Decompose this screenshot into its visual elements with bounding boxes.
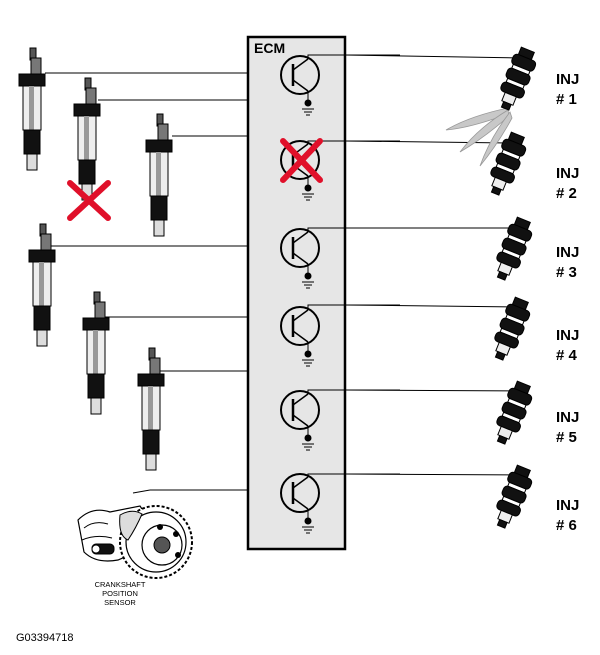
ignition-coil-1	[18, 47, 46, 171]
injector-label-2-num: # 2	[556, 185, 577, 202]
ecm-driver-4	[280, 304, 400, 367]
injector-label-6-top: INJ	[556, 497, 579, 514]
sensor-label-line1: CRANKSHAFT	[95, 580, 146, 589]
ignition-coil-4	[28, 223, 56, 347]
injector-label-4-top: INJ	[556, 327, 579, 344]
injector-label-1-top: INJ	[556, 71, 579, 88]
ignition-coil-2	[73, 77, 101, 201]
injector-label-3-num: # 3	[556, 264, 577, 281]
ignition-coil-6	[137, 347, 165, 471]
fuel-injector-3	[496, 216, 533, 281]
fuel-injector-1	[500, 46, 537, 111]
injector-label-2-top: INJ	[556, 165, 579, 182]
ecm-box	[246, 35, 347, 551]
coil-wires	[45, 72, 248, 494]
injector-label-5-top: INJ	[556, 409, 579, 426]
crankshaft-assembly	[77, 505, 193, 579]
fault-x-coil-2	[67, 180, 111, 221]
injector-label-6-num: # 6	[556, 517, 577, 534]
sensor-label-line2: POSITION	[102, 589, 138, 598]
figure-code: G03394718	[16, 632, 74, 644]
fuel-injector-5	[496, 380, 533, 445]
injector-wires	[344, 54, 523, 476]
fuel-spray	[445, 107, 513, 167]
fuel-injector-4	[494, 296, 531, 361]
fuel-injector-2	[490, 131, 527, 196]
ecm-driver-3	[280, 227, 400, 289]
injector-label-5-num: # 5	[556, 429, 577, 446]
injector-label-1-num: # 1	[556, 91, 577, 108]
sensor-label-line3: SENSOR	[104, 598, 136, 607]
injector-label-4-num: # 4	[556, 347, 578, 364]
fuel-injector-6	[496, 464, 533, 529]
ignition-coil-3	[145, 113, 173, 237]
fault-x-driver-2	[280, 138, 323, 183]
injector-label-3-top: INJ	[556, 244, 579, 261]
ignition-coil-5	[82, 291, 110, 415]
ecm-label: ECM	[254, 40, 285, 56]
